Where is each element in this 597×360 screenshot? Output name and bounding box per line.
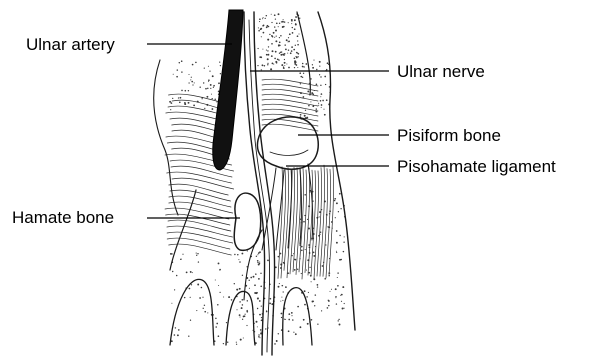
anatomy-drawing bbox=[154, 10, 355, 355]
label-pisiform-bone: Pisiform bone bbox=[397, 126, 501, 145]
label-ulnar-artery: Ulnar artery bbox=[26, 35, 115, 54]
labels: Ulnar artery Ulnar nerve Pisiform bone P… bbox=[12, 35, 556, 227]
pisohamate-ligament bbox=[262, 164, 313, 250]
outline-contours bbox=[154, 12, 355, 345]
label-pisohamate-ligament: Pisohamate ligament bbox=[397, 157, 556, 176]
hamate-bone bbox=[234, 193, 260, 250]
label-hamate-bone: Hamate bone bbox=[12, 208, 114, 227]
ulnar-artery bbox=[213, 10, 243, 170]
label-ulnar-nerve: Ulnar nerve bbox=[397, 62, 485, 81]
pisiform-bone bbox=[257, 117, 318, 169]
